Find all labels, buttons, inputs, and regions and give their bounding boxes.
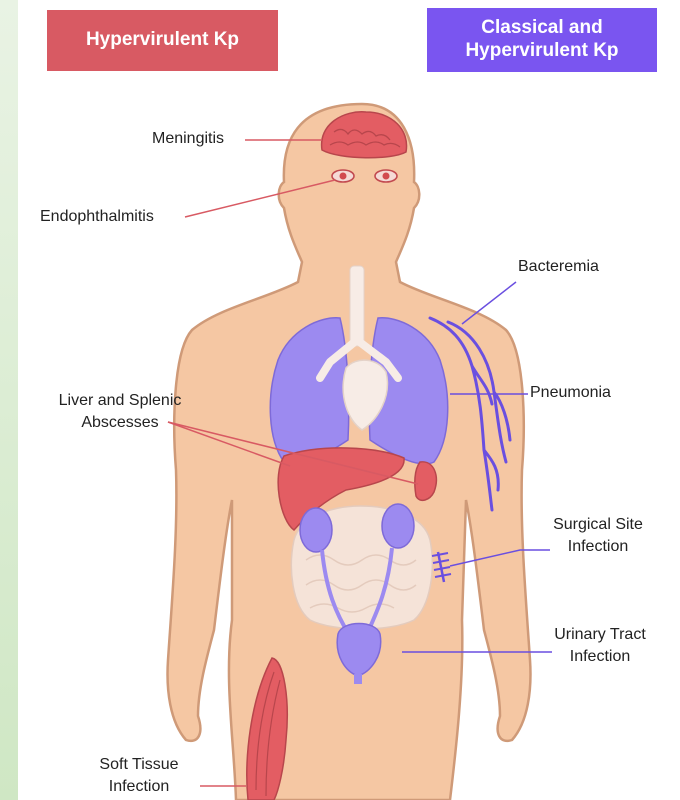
label-urinary-tract: Urinary Tract Infection bbox=[538, 624, 662, 667]
legend-hypervirulent: Hypervirulent Kp bbox=[47, 10, 278, 71]
label-urinary-line2: Infection bbox=[538, 646, 662, 668]
label-surgical-line1: Surgical Site bbox=[536, 514, 660, 536]
label-endophthalmitis: Endophthalmitis bbox=[40, 206, 154, 228]
label-bacteremia: Bacteremia bbox=[518, 256, 599, 278]
legend-classical-label: Classical and Hypervirulent Kp bbox=[433, 17, 651, 63]
label-soft-line1: Soft Tissue bbox=[84, 754, 194, 776]
label-urinary-line1: Urinary Tract bbox=[538, 624, 662, 646]
label-pneumonia: Pneumonia bbox=[530, 382, 611, 404]
label-surgical-site: Surgical Site Infection bbox=[536, 514, 660, 557]
label-surgical-line2: Infection bbox=[536, 536, 660, 558]
label-soft-tissue: Soft Tissue Infection bbox=[84, 754, 194, 797]
label-soft-line2: Infection bbox=[84, 776, 194, 798]
label-liver-splenic: Liver and Splenic Abscesses bbox=[30, 390, 210, 433]
trachea bbox=[350, 266, 364, 346]
legend-hypervirulent-label: Hypervirulent Kp bbox=[86, 29, 239, 52]
spleen bbox=[415, 462, 437, 501]
label-meningitis: Meningitis bbox=[152, 128, 224, 150]
left-kidney bbox=[300, 508, 332, 552]
label-liver-line2: Abscesses bbox=[30, 412, 210, 434]
legend-classical: Classical and Hypervirulent Kp bbox=[427, 8, 657, 72]
label-liver-line1: Liver and Splenic bbox=[30, 390, 210, 412]
right-kidney bbox=[382, 504, 414, 548]
